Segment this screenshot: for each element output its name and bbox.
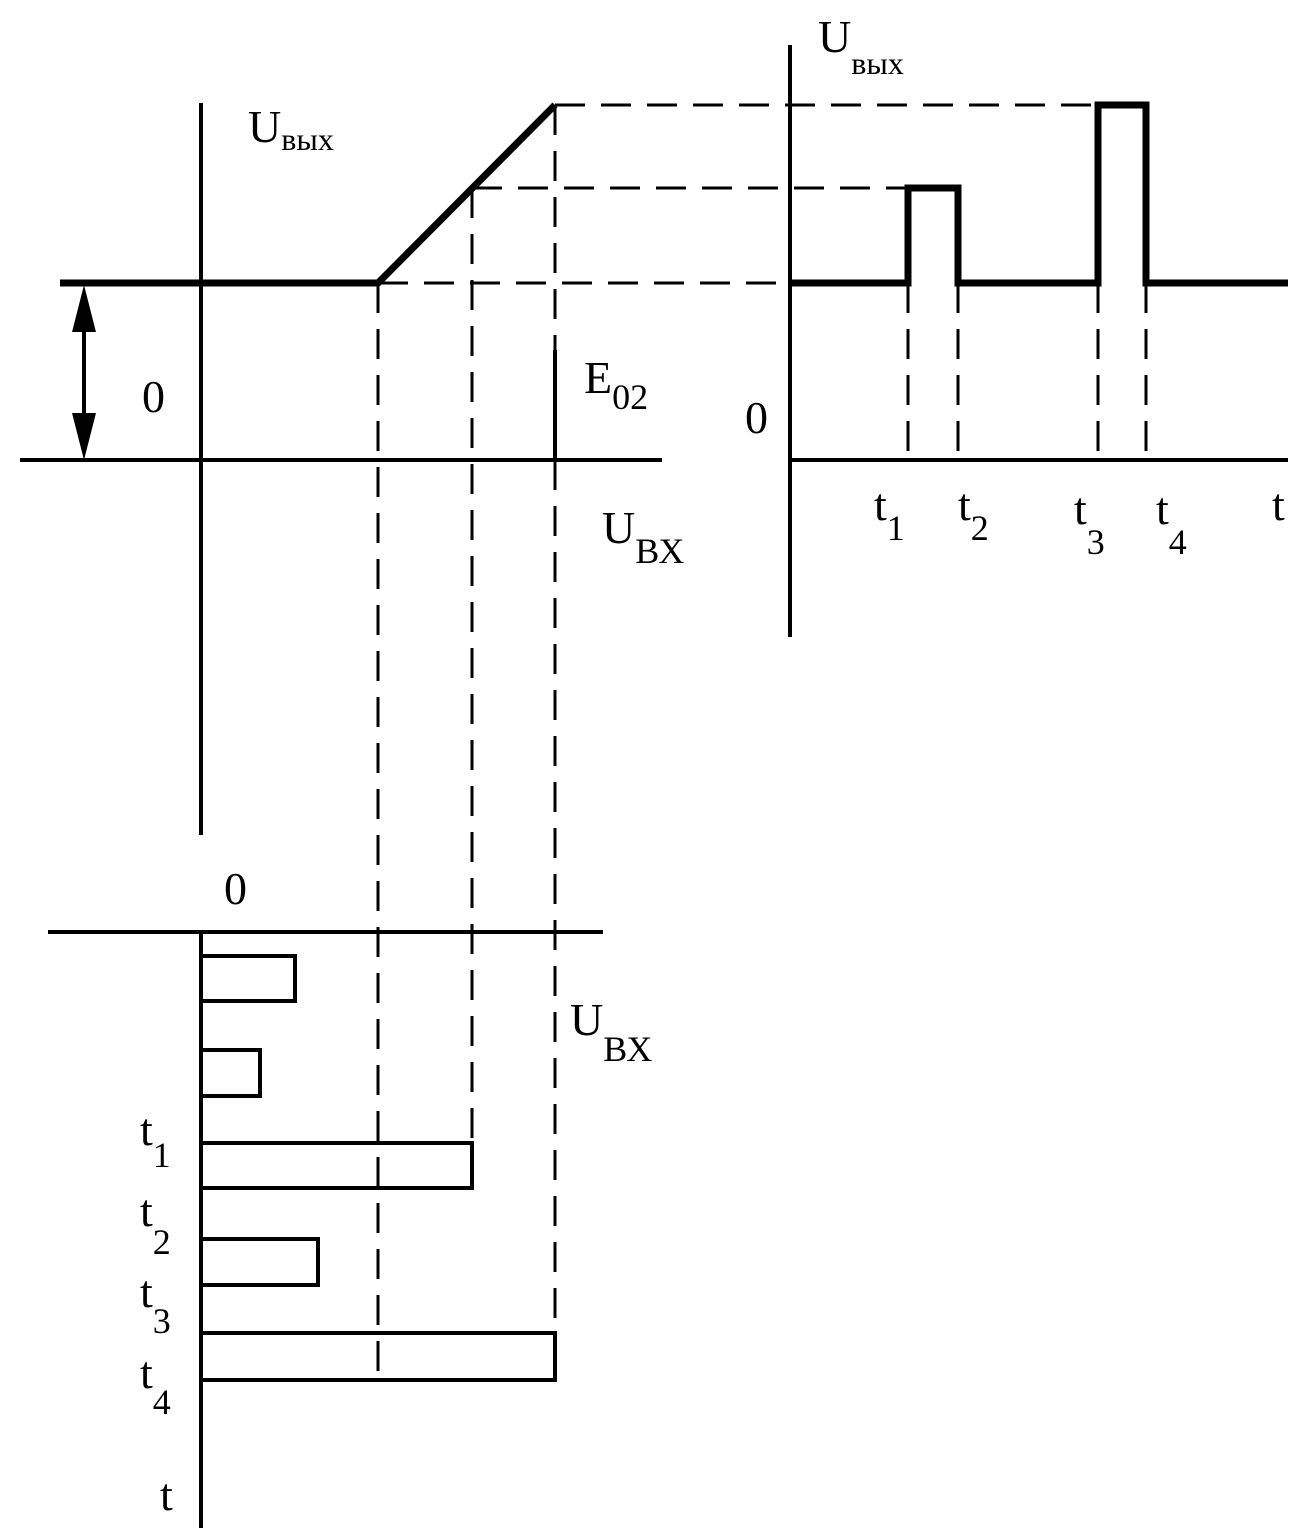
offset-arrow-up-head	[72, 285, 96, 332]
offset-arrow-down-head	[72, 413, 96, 460]
output-tick-t1: t1	[874, 479, 905, 548]
input-tick-t2: t2	[140, 1185, 171, 1262]
output-x-label: t	[1272, 479, 1285, 530]
input-pulse-1	[201, 954, 297, 1003]
input-pulse-t1-t2	[201, 1141, 474, 1190]
input-time-plot: 0 UВХ t1 t2 t3 t4 t	[48, 863, 652, 1528]
input-t-label: t	[160, 1469, 173, 1520]
output-waveform	[790, 101, 1288, 287]
input-pulse-2	[201, 1048, 262, 1098]
transfer-y-label: Uвых	[248, 101, 334, 157]
projection-lines	[376, 103, 1148, 1380]
input-tick-t1: t1	[140, 1104, 171, 1175]
input-pulse-3	[201, 1237, 320, 1287]
transfer-zero-label: 0	[142, 371, 165, 422]
output-y-label: Uвых	[818, 11, 904, 81]
output-tick-t2: t2	[958, 479, 989, 548]
transfer-x-label: UВХ	[602, 502, 684, 571]
transfer-characteristic: Uвых 0 E02 UВХ	[20, 101, 684, 835]
input-tick-t3: t3	[140, 1266, 171, 1341]
output-tick-t3: t3	[1074, 483, 1105, 562]
e02-label: E02	[584, 352, 648, 417]
output-zero-label: 0	[745, 392, 768, 443]
output-tick-t4: t4	[1156, 483, 1187, 562]
input-x-label: UВХ	[570, 994, 652, 1069]
output-time-plot: Uвых 0 t1 t2 t3 t4 t	[745, 11, 1288, 637]
input-tick-t4: t4	[140, 1347, 171, 1422]
input-zero-label: 0	[224, 863, 247, 914]
input-pulse-t3-t4	[201, 1331, 557, 1382]
